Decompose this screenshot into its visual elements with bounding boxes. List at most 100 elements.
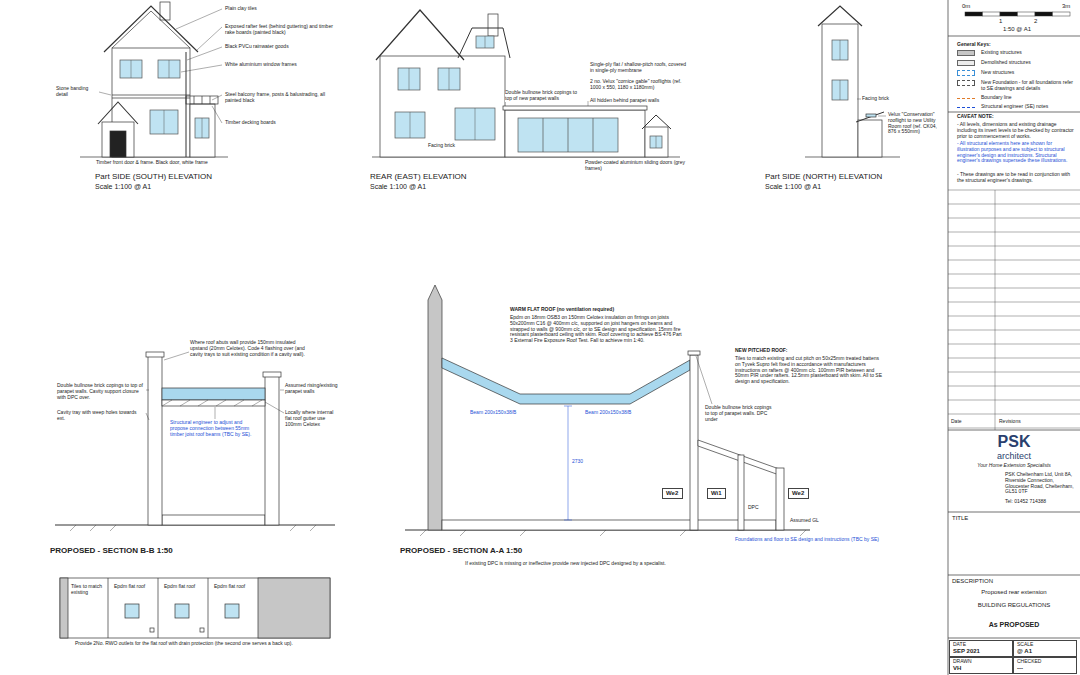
dimension-line xyxy=(564,406,572,520)
window xyxy=(476,36,494,48)
wall xyxy=(776,468,784,530)
wall xyxy=(265,376,279,525)
roof xyxy=(104,6,198,52)
se-note: Structural engineer to adjust and propos… xyxy=(170,420,260,437)
annotation: Epdm flat roof xyxy=(114,584,145,590)
window xyxy=(832,40,848,60)
annotation: If existing DPC is missing or ineffectiv… xyxy=(465,561,666,567)
annotation: Provide 2No. RWO outlets for the flat ro… xyxy=(75,641,293,647)
sliding-doors xyxy=(518,118,618,152)
window xyxy=(650,136,662,148)
node-heading: We2 xyxy=(792,490,804,497)
window xyxy=(395,112,425,138)
field-heading: TITLE xyxy=(952,515,968,522)
wall-tag: We2 xyxy=(662,488,683,499)
field-heading: DESCRIPTION xyxy=(952,578,993,585)
roof-insulation xyxy=(162,388,265,400)
scale-bar xyxy=(983,12,1001,16)
front-door xyxy=(110,131,126,157)
annotation: Exposed rafter feet (behind guttering) a… xyxy=(225,24,335,36)
revision-row xyxy=(948,190,1080,428)
specification-text: Epdm on 18mm OSB3 on 150mm Celotex insul… xyxy=(510,315,685,344)
balustrade xyxy=(194,96,210,104)
caveat-note: - All structural elements here are shown… xyxy=(957,141,1075,164)
title-block-cell: DRAWNVH xyxy=(949,657,1013,674)
window-mullion xyxy=(475,108,476,140)
annotation: Where roof abuts wall provide 150mm insu… xyxy=(190,340,310,357)
rooflight xyxy=(125,604,139,618)
node-heading: We2 xyxy=(666,490,678,497)
legend-text: Existing structures xyxy=(981,50,1073,56)
scale-number: 0m xyxy=(962,3,970,10)
legend-text: New Foundation - for all foundations ref… xyxy=(981,80,1073,92)
wall xyxy=(738,455,744,530)
annotation: Assumed rising/existing parapet walls xyxy=(285,383,340,395)
specification-heading: NEW PITCHED ROOF: xyxy=(735,348,788,354)
joist-hatch xyxy=(162,400,262,406)
roof xyxy=(818,6,862,26)
view-title: Part SIDE (NORTH) ELEVATION xyxy=(765,172,882,181)
roof-joists xyxy=(162,400,265,406)
legend-swatch xyxy=(957,50,975,56)
roof xyxy=(458,28,510,58)
wall-tag: Wi1 xyxy=(707,488,726,499)
scale-number: 2 xyxy=(1034,18,1037,25)
wall xyxy=(148,356,162,525)
rwo-outlet xyxy=(150,628,154,632)
existing-roof xyxy=(258,578,330,638)
door-frame xyxy=(543,118,593,152)
scale-number: 3m xyxy=(1062,3,1070,10)
window-mullion xyxy=(449,68,450,90)
annotation: Timber decking boards xyxy=(225,120,276,126)
annotation: 2 no. Velux "cornice gable" rooflights (… xyxy=(590,79,690,91)
existing-wall xyxy=(428,285,442,530)
parapet-wall xyxy=(690,355,698,530)
porch-roof xyxy=(98,102,138,124)
floor-slab xyxy=(442,520,776,530)
window xyxy=(832,80,848,100)
revision-column xyxy=(995,190,996,430)
annotation: All hidden behind parapet walls xyxy=(590,98,659,104)
title-block-rule xyxy=(948,36,1080,638)
rooflight xyxy=(225,604,239,618)
company-address: PSK Cheltenham Ltd, Unit 8A, Riverside C… xyxy=(1005,472,1075,495)
annotation: Cavity tray with weep holes towards ext. xyxy=(57,410,145,422)
extension-wall xyxy=(505,110,645,157)
window-mullion xyxy=(410,112,411,138)
node-heading: DATE xyxy=(953,642,966,648)
leader-line xyxy=(588,101,589,106)
node-heading: SCALE xyxy=(1017,642,1033,648)
annotation: Double bullnose brick copings to top of … xyxy=(505,90,585,102)
annotation: Locally where internal flat roof gutter … xyxy=(285,410,340,427)
leader-line xyxy=(146,352,284,420)
legend-text: Boundary line xyxy=(981,95,1073,101)
house-wall xyxy=(380,56,505,157)
legend-swatch xyxy=(957,80,975,86)
legend-text: New structures xyxy=(981,70,1073,76)
roof-plan xyxy=(60,578,330,638)
node-heading: Wi1 xyxy=(711,490,722,497)
node-value: VH xyxy=(953,665,961,672)
roof xyxy=(856,112,884,122)
window-mullion xyxy=(840,80,841,100)
chimney xyxy=(160,2,170,20)
se-note: Foundations and floor to SE design and i… xyxy=(735,537,879,543)
legend-heading: General Keys: xyxy=(957,42,991,48)
annotation: Velux "Conservation" rooflight to new Ut… xyxy=(888,112,944,135)
title-block-cell: CHECKED--- xyxy=(1013,657,1077,674)
node-heading: CHECKED xyxy=(1017,659,1041,665)
section-title: PROPOSED - SECTION B-B 1:50 xyxy=(50,546,173,555)
coping xyxy=(263,372,281,377)
company-tagline: Your Home Extension Specialists xyxy=(964,463,1064,469)
floor-slab xyxy=(162,515,265,525)
section-title: PROPOSED - SECTION A-A 1:50 xyxy=(400,546,522,555)
scale-bar xyxy=(965,12,983,16)
title-block-cell: DATESEP 2021 xyxy=(949,640,1013,657)
rake-board xyxy=(112,11,190,48)
house-wall xyxy=(822,24,858,157)
window xyxy=(455,108,495,140)
annotation: Double bullnose brick copings to top of … xyxy=(705,405,775,422)
window-mullion xyxy=(840,40,841,60)
roof xyxy=(376,10,464,60)
window-mullion xyxy=(485,36,486,48)
